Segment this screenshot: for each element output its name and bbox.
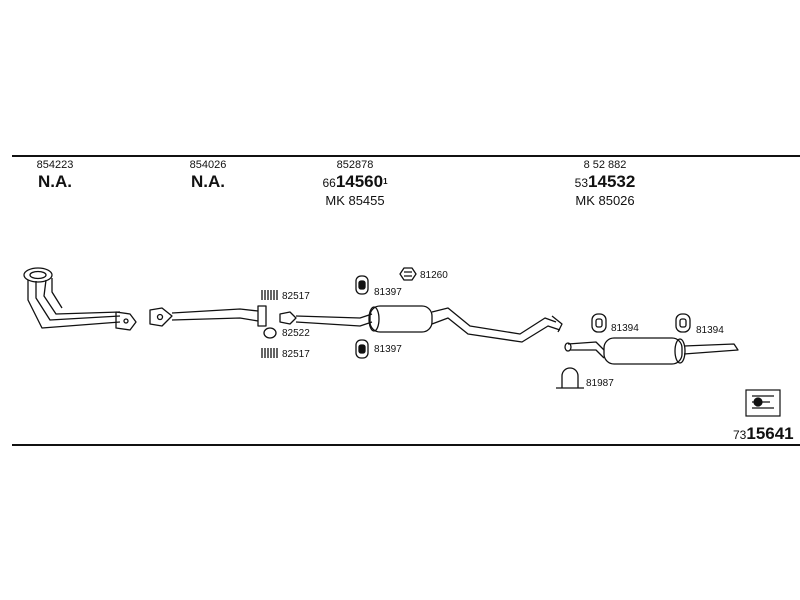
header-col-1: 854223 N.A.	[37, 159, 74, 191]
rear-silencer-drawing	[556, 313, 739, 389]
oem-number: 852878	[336, 159, 374, 171]
oem-number: 854223	[36, 159, 74, 171]
header-col-2: 854026 N.A.	[190, 159, 227, 191]
label-hanger-lower: 81397	[374, 344, 402, 355]
label-gasket: 82522	[282, 328, 310, 339]
label-clamp-lower: 82517	[282, 349, 310, 360]
header-col-3: 852878 66145601 MK 85455	[322, 159, 387, 209]
part-number: 66145601	[322, 172, 387, 193]
hanger-drawings	[355, 267, 417, 359]
label-rear-hanger-right: 81394	[696, 325, 724, 336]
clamp-drawings	[261, 290, 278, 358]
part-number: 5314532	[575, 172, 636, 193]
oem-number: 854026	[189, 159, 227, 171]
part-superscript: 1	[383, 177, 388, 186]
label-rear-hanger-left: 81394	[611, 323, 639, 334]
front-pipe-drawing	[23, 267, 137, 331]
part-prefix: 66	[322, 176, 336, 190]
part-number: N.A.	[191, 172, 225, 191]
reference-prefix: 73	[733, 428, 747, 442]
mk-number: MK 85455	[325, 193, 385, 208]
mk-number: MK 85026	[575, 193, 635, 208]
reference-number: 7315641	[733, 424, 794, 444]
top-rule	[12, 155, 800, 157]
part-main: 14560	[335, 172, 384, 191]
part-number: N.A.	[38, 172, 72, 191]
oem-number: 8 52 882	[583, 159, 627, 171]
header-col-4: 8 52 882 5314532 MK 85026	[575, 159, 636, 209]
reference-main: 15641	[746, 424, 794, 443]
bottom-rule	[12, 444, 800, 446]
part-prefix: 53	[574, 176, 589, 190]
middle-silencer-drawing	[279, 305, 563, 343]
label-clamp-upper: 82517	[282, 291, 310, 302]
part-main: 14532	[588, 172, 636, 191]
centre-pipe-drawing	[149, 305, 267, 327]
label-bracket: 81260	[420, 270, 448, 281]
label-rear-clamp: 81987	[586, 378, 614, 389]
label-hanger-upper: 81397	[374, 287, 402, 298]
book-icon	[745, 389, 781, 417]
